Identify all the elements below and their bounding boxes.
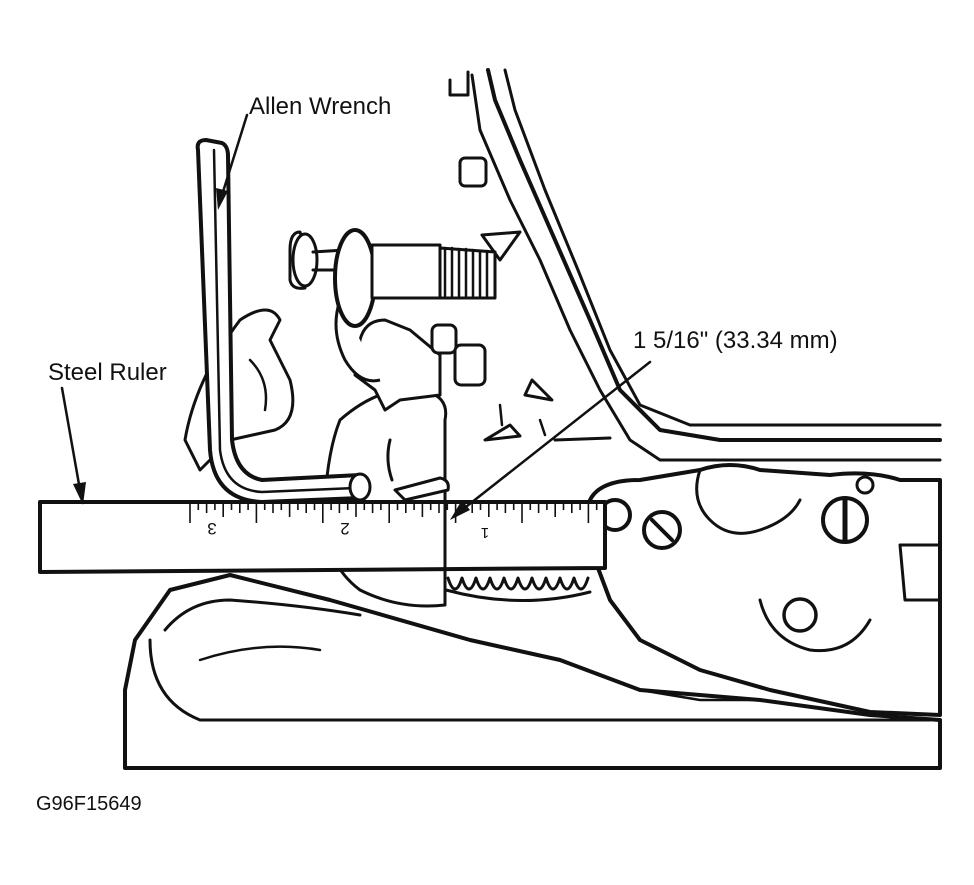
ruler-mark-2: 2	[340, 519, 349, 538]
figure-id: G96F15649	[36, 793, 142, 815]
allen-wrench-arrowhead	[216, 188, 228, 210]
steel-ruler: 3 2 1	[38, 500, 607, 574]
ruler-mark-3: 3	[207, 519, 216, 538]
carburetor-base-housing	[123, 573, 942, 770]
ruler-mark-1: 1	[481, 524, 489, 541]
float-bowl-housing	[448, 68, 942, 717]
allen-wrench	[195, 138, 372, 504]
steel-ruler-label: Steel Ruler	[48, 359, 167, 386]
ruler-tick-marks	[189, 503, 598, 523]
leader-lines	[60, 113, 652, 520]
measurement-label: 1 5/16" (33.34 mm)	[633, 327, 838, 354]
float-spring	[444, 576, 592, 603]
steel-ruler-arrowhead	[73, 482, 86, 505]
threaded-screw	[438, 246, 497, 300]
allen-wrench-label: Allen Wrench	[249, 93, 391, 120]
measurement-arrowhead	[450, 500, 470, 520]
